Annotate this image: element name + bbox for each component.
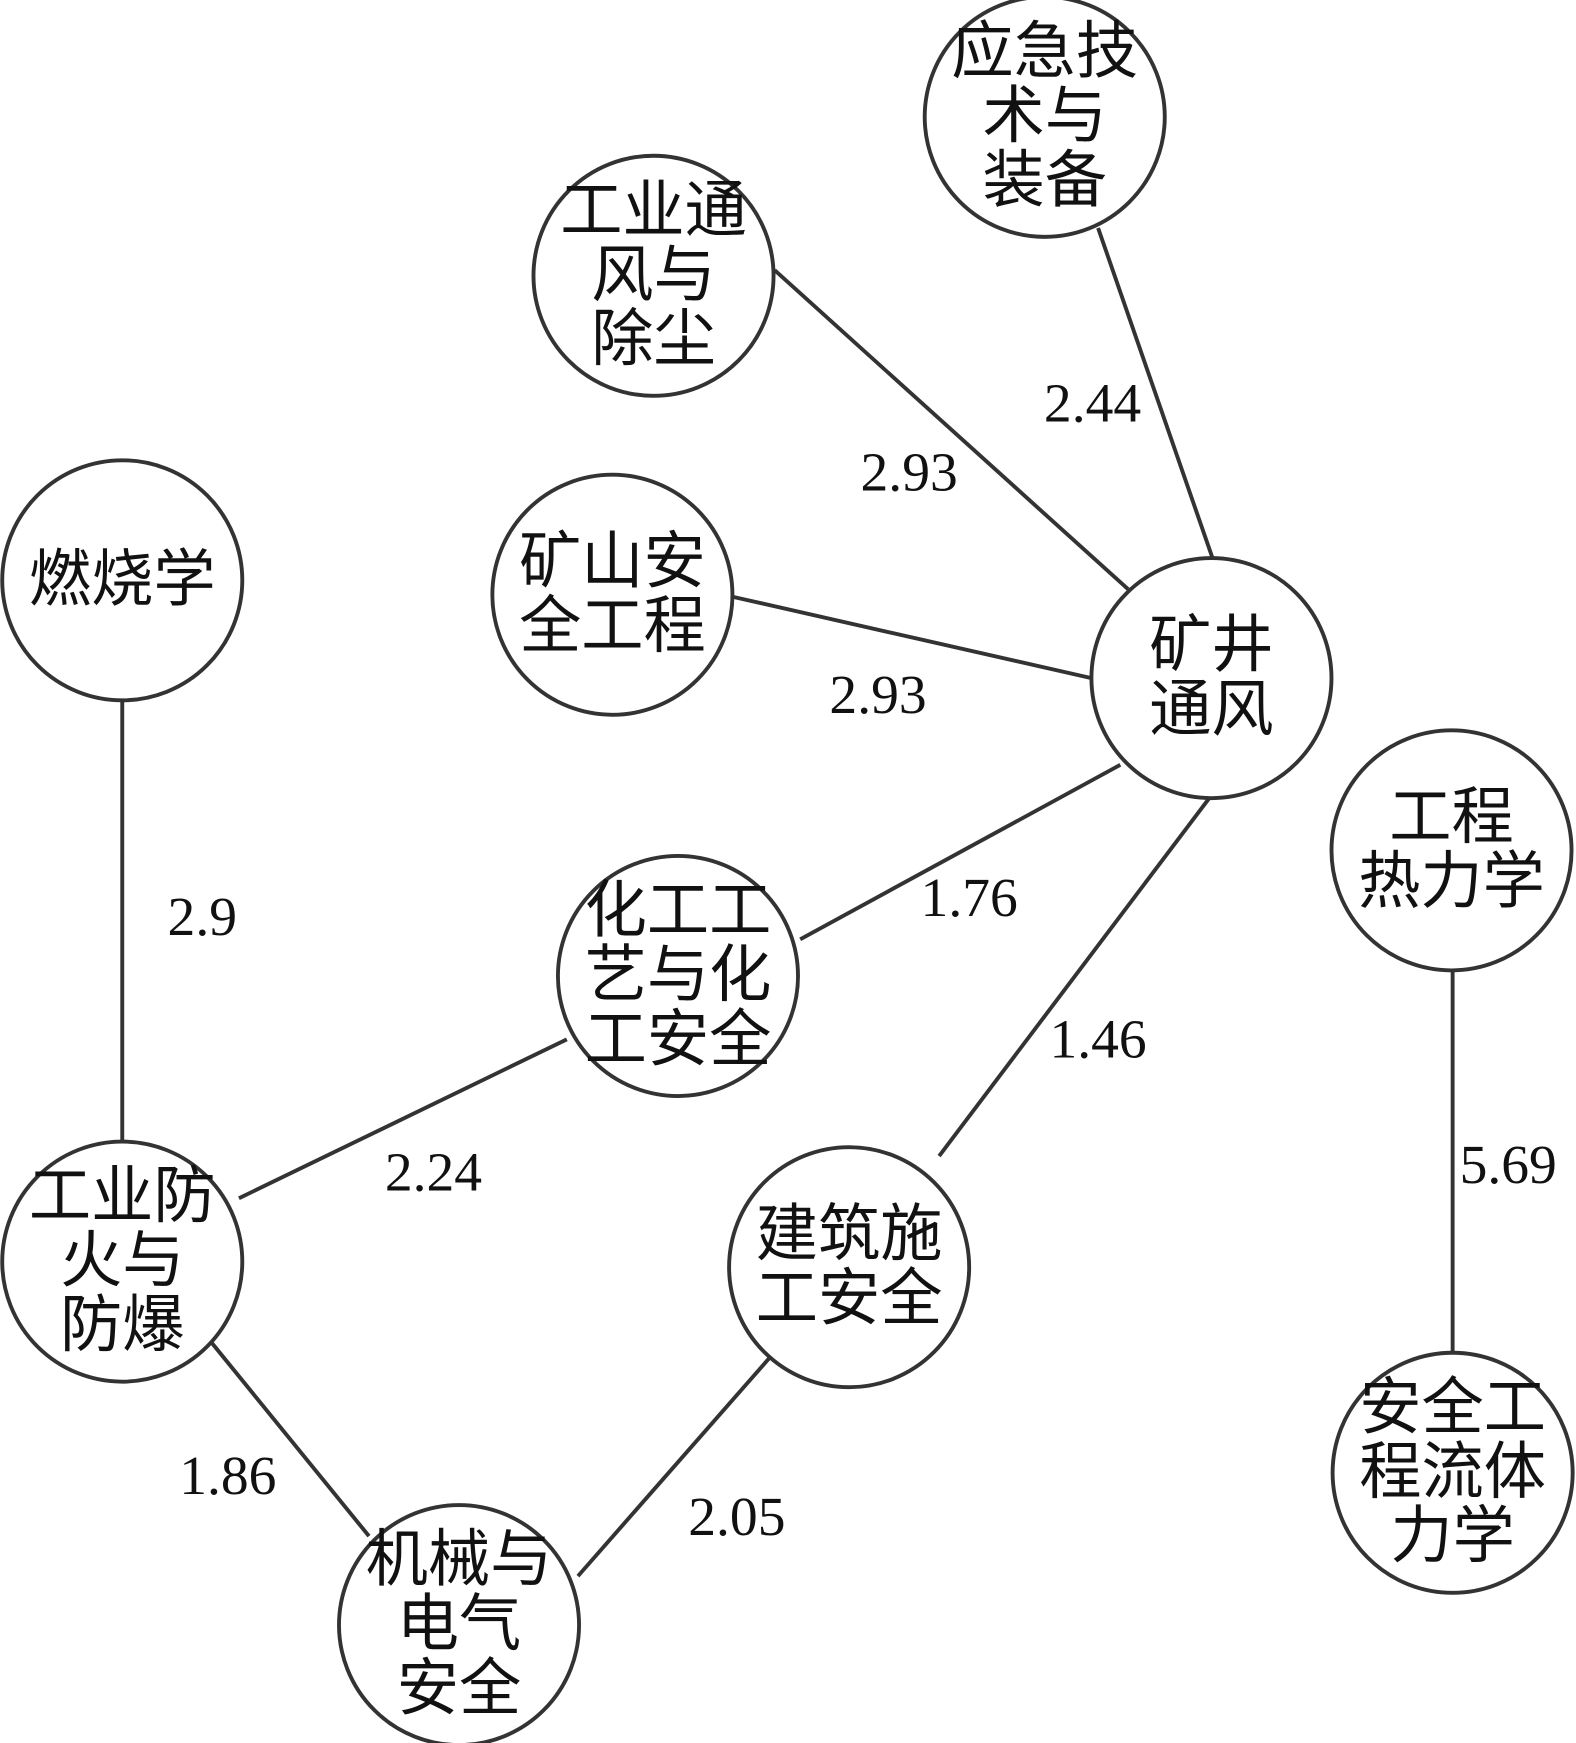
node-label-line: 风与 bbox=[591, 242, 715, 310]
node-label-line: 除尘 bbox=[591, 306, 715, 374]
node-label-line: 燃烧学 bbox=[29, 546, 216, 614]
node-label-line: 安全工 bbox=[1359, 1374, 1546, 1442]
edge-line bbox=[1096, 227, 1216, 563]
node-label-line: 通风 bbox=[1149, 676, 1273, 744]
node-circle bbox=[337, 1503, 581, 1743]
node-label-line: 化工工 bbox=[585, 878, 772, 946]
edge-line bbox=[238, 1037, 568, 1201]
node-circle bbox=[922, 0, 1167, 239]
edge-line bbox=[937, 796, 1211, 1158]
node-circle bbox=[531, 153, 776, 398]
node-label-line: 装备 bbox=[983, 147, 1107, 215]
node-circle bbox=[1089, 556, 1334, 801]
edge-weight-label: 2.93 bbox=[829, 664, 926, 726]
node-label-line: 安全 bbox=[397, 1656, 521, 1724]
edge-weight-label: 5.69 bbox=[1460, 1134, 1557, 1196]
node-label-line: 艺与化 bbox=[585, 942, 772, 1010]
edge-weight-label: 2.93 bbox=[861, 441, 958, 503]
node-label-line: 工业防 bbox=[29, 1163, 216, 1231]
node-circle bbox=[727, 1145, 972, 1390]
node-label-line: 力学 bbox=[1390, 1503, 1514, 1571]
node-label-line: 热力学 bbox=[1358, 849, 1545, 917]
edge-weight-label: 2.05 bbox=[688, 1486, 785, 1548]
edge-weight-label: 2.9 bbox=[168, 886, 237, 948]
edge-line bbox=[733, 595, 1092, 681]
edge-weight-label: 1.76 bbox=[921, 867, 1018, 929]
edge-weight-label: 2.44 bbox=[1044, 373, 1141, 435]
edges-layer bbox=[120, 227, 1455, 1578]
edge-line bbox=[799, 763, 1122, 942]
node-label-line: 应急技 bbox=[951, 18, 1138, 86]
node-label-line: 电气 bbox=[397, 1591, 521, 1659]
node-circle bbox=[1330, 1350, 1575, 1595]
node-label-line: 矿山安 bbox=[519, 529, 706, 597]
node-label-line: 工安全 bbox=[585, 1006, 772, 1074]
edge-weights-layer: 2.44 2.93 2.93 1.76 1.46 2.9 2.24 5.69 1.86 2.05 bbox=[168, 373, 1557, 1549]
edge-weight-label: 1.46 bbox=[1049, 1008, 1146, 1070]
node-label-line: 火与 bbox=[60, 1228, 184, 1296]
node-label-line: 防爆 bbox=[60, 1292, 184, 1360]
node-circle bbox=[555, 853, 800, 1098]
edge-line bbox=[576, 1357, 771, 1578]
node-label-line: 工程 bbox=[1389, 784, 1513, 852]
edge-line bbox=[207, 1338, 371, 1538]
edge-weight-label: 1.86 bbox=[179, 1445, 276, 1507]
node-label-line: 术与 bbox=[983, 83, 1107, 151]
node-circle bbox=[0, 1139, 245, 1384]
node-label-line: 机械与 bbox=[366, 1527, 553, 1595]
node-circle bbox=[1329, 728, 1574, 973]
edge-line bbox=[773, 268, 1130, 591]
node-circle bbox=[490, 472, 735, 717]
edge-weight-label: 2.24 bbox=[385, 1142, 482, 1204]
node-label-line: 工安全 bbox=[756, 1265, 943, 1333]
node-circle bbox=[0, 458, 245, 703]
node-label-line: 程流体 bbox=[1359, 1439, 1546, 1507]
node-label-line: 全工程 bbox=[519, 593, 706, 661]
node-label-line: 建筑施 bbox=[756, 1201, 943, 1269]
node-label-line: 矿井 bbox=[1149, 612, 1273, 680]
node-label-line: 工业通 bbox=[560, 177, 747, 245]
course-node: 燃烧学 bbox=[0, 458, 245, 703]
